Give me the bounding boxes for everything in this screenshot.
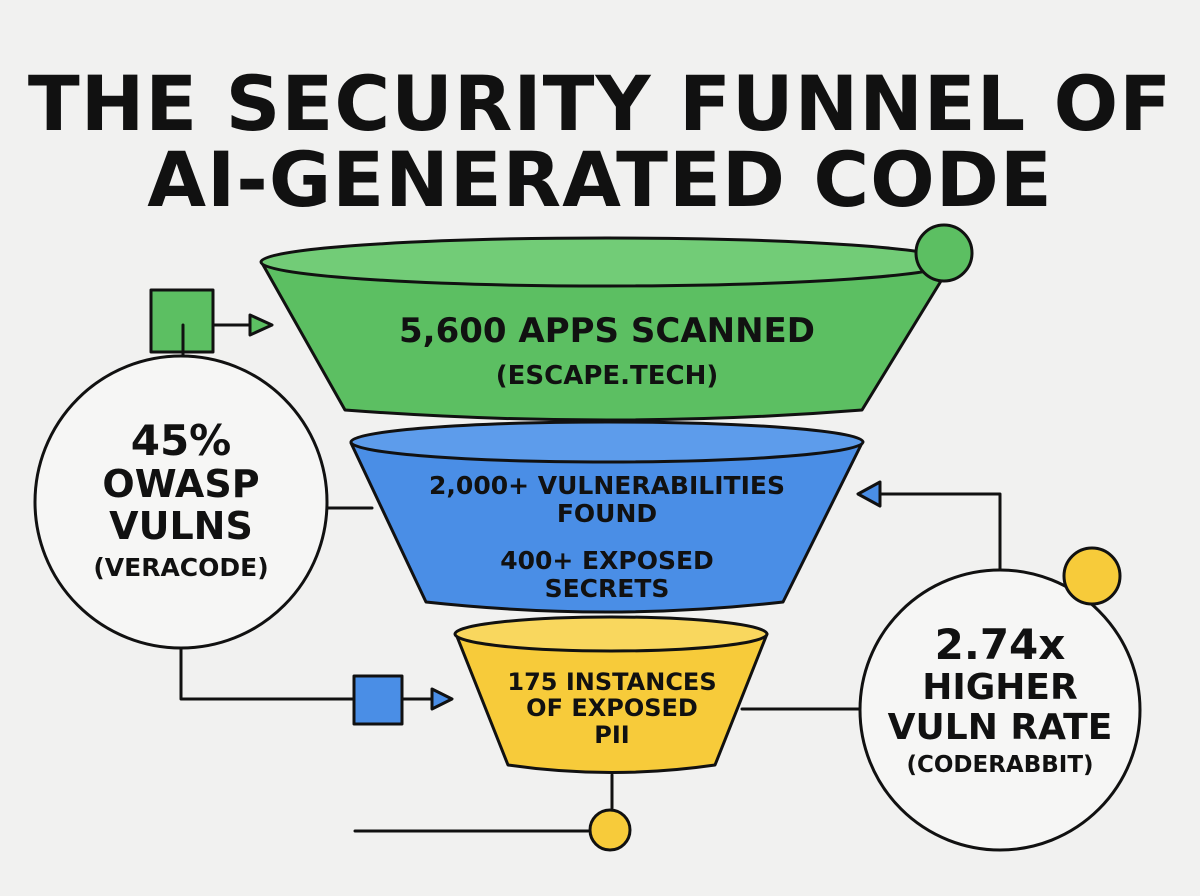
right-callout-line-3: VULN RATE [887,706,1113,748]
right-callout-line-2: HIGHER [922,667,1078,709]
arrowhead-right-icon [248,313,274,337]
green-tier-source: (ESCAPE.TECH) [495,361,719,391]
title-line-2: AI-GENERATED CODE [147,135,1053,224]
blue-square-icon [352,674,404,726]
left-callout-text: 45% OWASP VULNS (VERACODE) [61,416,301,582]
right-callout-value: 2.74x [934,620,1066,669]
arrowhead-left-icon [856,480,882,508]
blue-tier-line-2: FOUND [556,498,658,528]
yellow-tier-line-1: 175 INSTANCES [507,668,717,696]
yellow-tier-line-2: OF EXPOSED [526,694,698,723]
left-callout-line-2: OWASP [102,462,260,507]
blue-tier-line-3: 400+ EXPOSED [500,546,714,575]
blue-tier-line-4: SECRETS [544,573,670,603]
funnel-tier-blue-rim [349,420,865,464]
funnel-tier-yellow [454,632,769,774]
left-callout-source: (VERACODE) [93,552,269,582]
blue-tier-label: 2,000+ VULNERABILITIES FOUND [407,472,807,527]
green-tier-label: 5,600 APPS SCANNED [357,311,857,351]
green-tier-headline: 5,600 APPS SCANNED [399,311,815,351]
funnel-tier-yellow-rim [453,615,769,653]
yellow-decor-dot [1062,546,1122,606]
left-callout-value: 45% [130,416,232,465]
connector-line [179,646,356,701]
green-decor-dot [914,223,974,283]
blue-tier-secrets: 400+ EXPOSED SECRETS [457,547,757,602]
left-callout-line-3: VULNS [109,503,253,548]
yellow-tier-line-3: PII [594,720,630,749]
funnel-tier-green [260,261,954,422]
arrowhead-right-icon [430,687,454,711]
bottom-yellow-dot [588,808,632,852]
funnel-tier-green-rim [259,236,955,288]
blue-tier-line-1: 2,000+ VULNERABILITIES [429,471,785,500]
title-line-1: THE SECURITY FUNNEL OF [27,59,1173,148]
connector-line [878,492,1002,572]
right-callout-source: (CODERABBIT) [906,752,1094,779]
right-callout-text: 2.74x HIGHER VULN RATE (CODERABBIT) [880,620,1120,779]
yellow-tier-label: 175 INSTANCES OF EXPOSED PII [482,668,742,749]
funnel-tier-blue [349,441,864,614]
